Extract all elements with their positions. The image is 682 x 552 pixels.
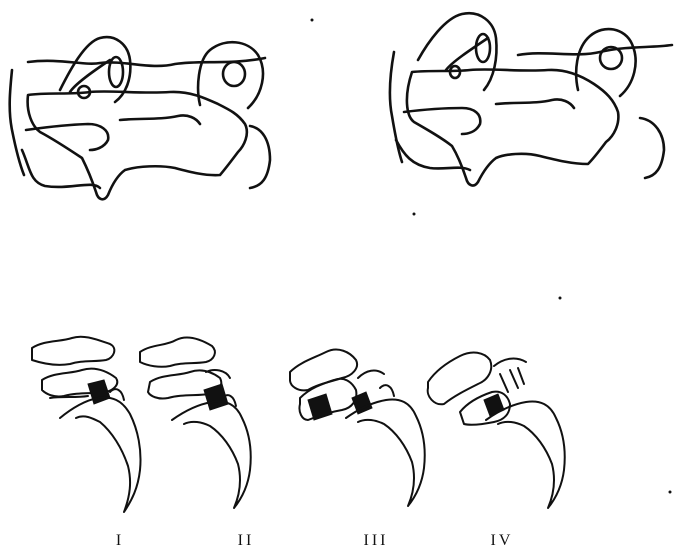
vertebra-drawing-right bbox=[390, 13, 672, 185]
stage-2-drawing bbox=[140, 338, 251, 508]
stage-3-drawing bbox=[290, 350, 425, 506]
stage-label-1: I bbox=[116, 533, 124, 549]
stage-4-drawing bbox=[428, 353, 565, 508]
stage-1-drawing bbox=[32, 337, 141, 512]
stage-label-4: IV bbox=[491, 533, 514, 549]
vertebra-drawing-left bbox=[10, 37, 270, 199]
stage-label-3: III bbox=[364, 533, 389, 549]
stage-label-2: II bbox=[238, 533, 255, 549]
